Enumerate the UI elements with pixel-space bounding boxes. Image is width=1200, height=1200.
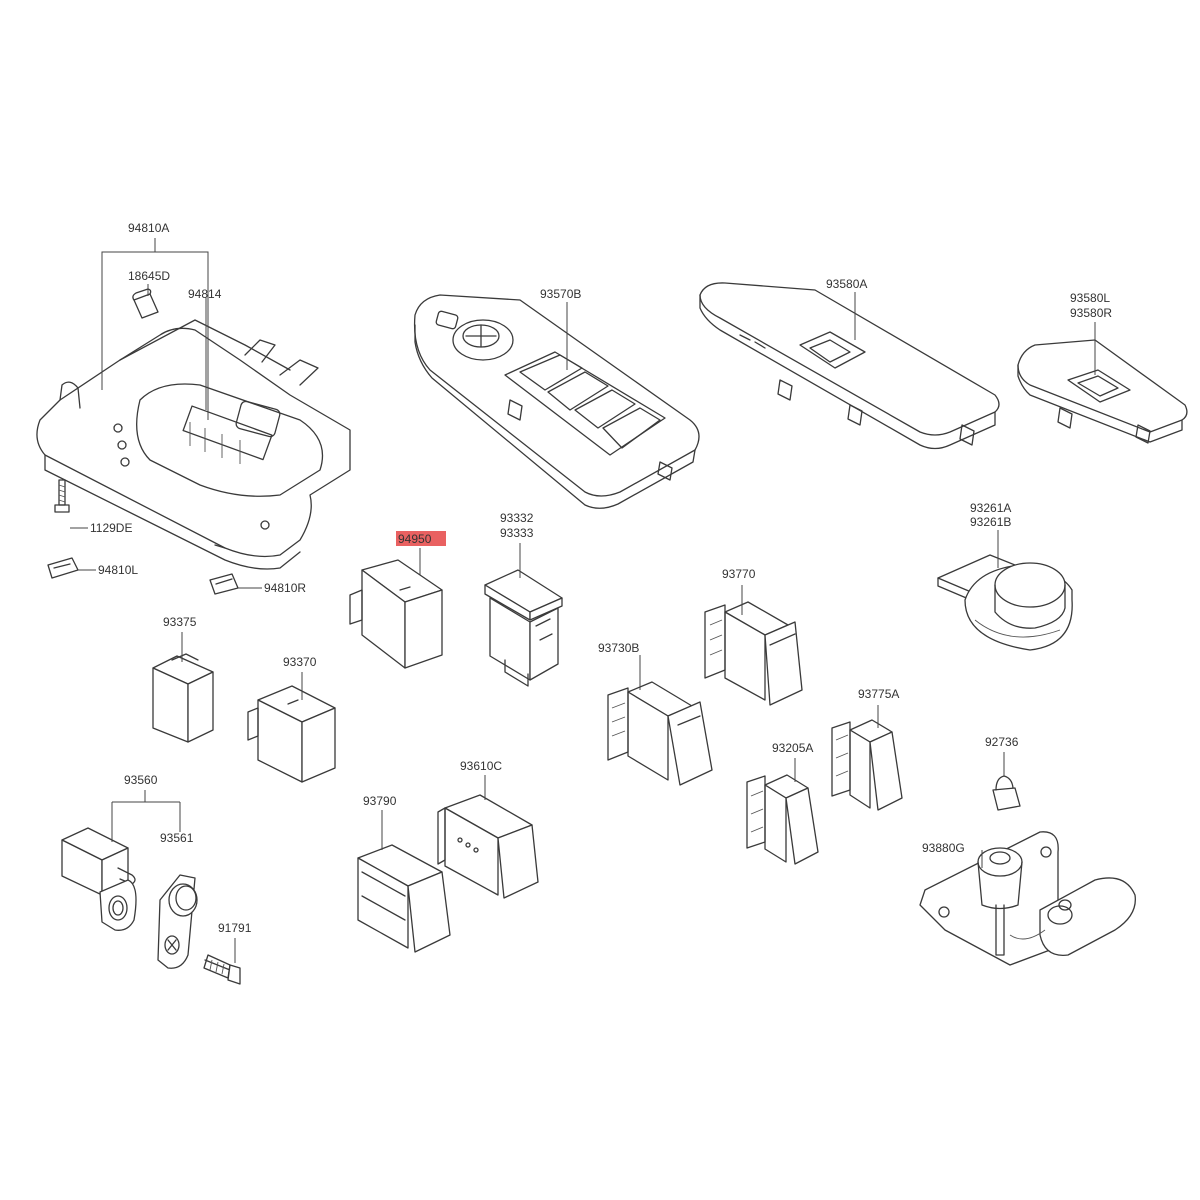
label-93730B: 93730B <box>598 641 639 655</box>
switch-93790 <box>357 844 451 953</box>
label-93880G: 93880G <box>922 841 965 855</box>
label-93775A: 93775A <box>858 687 899 701</box>
switch-93375 <box>152 653 214 743</box>
switch-93205A <box>746 774 819 865</box>
switch-93610C <box>437 794 539 899</box>
label-93375: 93375 <box>163 615 197 629</box>
sensor-93880G <box>919 831 1136 966</box>
module-94950 <box>349 559 443 669</box>
label-93561: 93561 <box>160 831 194 845</box>
label-94810R: 94810R <box>264 581 306 595</box>
label-93580L: 93580L <box>1070 291 1110 305</box>
screw-91791 <box>203 954 241 985</box>
clip-94810L <box>47 557 79 579</box>
plate-93561 <box>157 874 198 969</box>
label-93205A: 93205A <box>772 741 813 755</box>
label-93770: 93770 <box>722 567 756 581</box>
label-94950: 94950 <box>398 532 432 546</box>
label-94814: 94814 <box>188 287 222 301</box>
label-93570B: 93570B <box>540 287 581 301</box>
bulb-92736 <box>992 775 1021 811</box>
label-93560: 93560 <box>124 773 158 787</box>
label-94810L: 94810L <box>98 563 138 577</box>
clip-94810R <box>209 573 239 595</box>
highlight-94950 <box>396 531 446 546</box>
module-93370 <box>247 685 336 783</box>
label-93370: 93370 <box>283 655 317 669</box>
label-91791: 91791 <box>218 921 252 935</box>
label-92736: 92736 <box>985 735 1019 749</box>
main-window-switch <box>413 294 700 509</box>
label-93580R: 93580R <box>1070 306 1112 320</box>
console-assembly <box>36 288 351 570</box>
switch-93770 <box>704 601 803 706</box>
knob-93261 <box>937 554 1073 651</box>
switch-93560 <box>61 827 137 931</box>
label-93261A: 93261A <box>970 501 1011 515</box>
label-93333: 93333 <box>500 526 534 540</box>
label-93332: 93332 <box>500 511 534 525</box>
label-94810A: 94810A <box>128 221 169 235</box>
rear-window-switch <box>1017 339 1188 444</box>
passenger-window-switch <box>699 282 1000 450</box>
label-93261B: 93261B <box>970 515 1011 529</box>
switch-93730B <box>607 681 713 786</box>
label-93580A: 93580A <box>826 277 867 291</box>
switch-93775A <box>831 719 903 811</box>
label-18645D: 18645D <box>128 269 170 283</box>
switch-93332 <box>484 569 563 687</box>
label-1129DE: 1129DE <box>90 521 132 535</box>
screw-1129DE <box>54 479 70 513</box>
label-93610C: 93610C <box>460 759 502 773</box>
label-93790: 93790 <box>363 794 397 808</box>
